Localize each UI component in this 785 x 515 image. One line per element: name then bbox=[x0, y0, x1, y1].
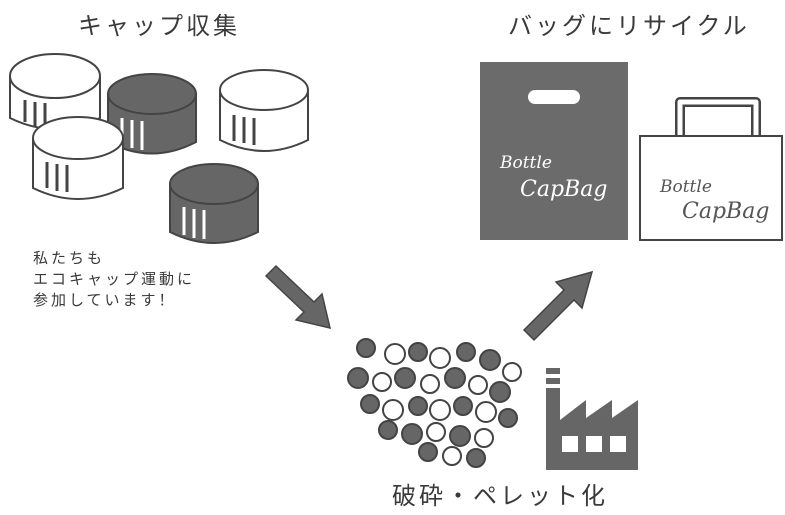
factory-icon bbox=[546, 368, 638, 470]
cap-white-2 bbox=[219, 69, 309, 152]
cap-dark-2 bbox=[169, 163, 259, 244]
message-line-3: 参加しています！ bbox=[33, 291, 177, 309]
light-bag-icon: Bottle CapBag bbox=[639, 97, 783, 241]
arrow-to-bags-icon bbox=[522, 270, 594, 342]
message-line-1: 私たちも bbox=[33, 249, 106, 267]
light-bag-text-1: Bottle bbox=[659, 177, 712, 197]
dark-bag-text-2: CapBag bbox=[520, 177, 607, 202]
arrow-to-pellets-icon bbox=[264, 264, 332, 330]
crush-pellet-title: 破砕・ペレット化 bbox=[392, 482, 608, 510]
bottle-caps-group bbox=[9, 53, 309, 244]
recycle-to-bag-title: バッグにリサイクル bbox=[508, 12, 750, 40]
light-bag-text-2: CapBag bbox=[682, 199, 769, 224]
caps-collection-title: キャップ収集 bbox=[78, 12, 240, 40]
message-line-2: エコキャップ運動に bbox=[33, 270, 196, 288]
dark-bag-text-1: Bottle bbox=[499, 153, 552, 173]
pellets-pile bbox=[347, 338, 522, 468]
participation-message: 私たちも エコキャップ運動に 参加しています！ bbox=[33, 248, 195, 311]
dark-bag-icon: Bottle CapBag bbox=[480, 62, 628, 240]
cap-white-3 bbox=[32, 116, 124, 200]
